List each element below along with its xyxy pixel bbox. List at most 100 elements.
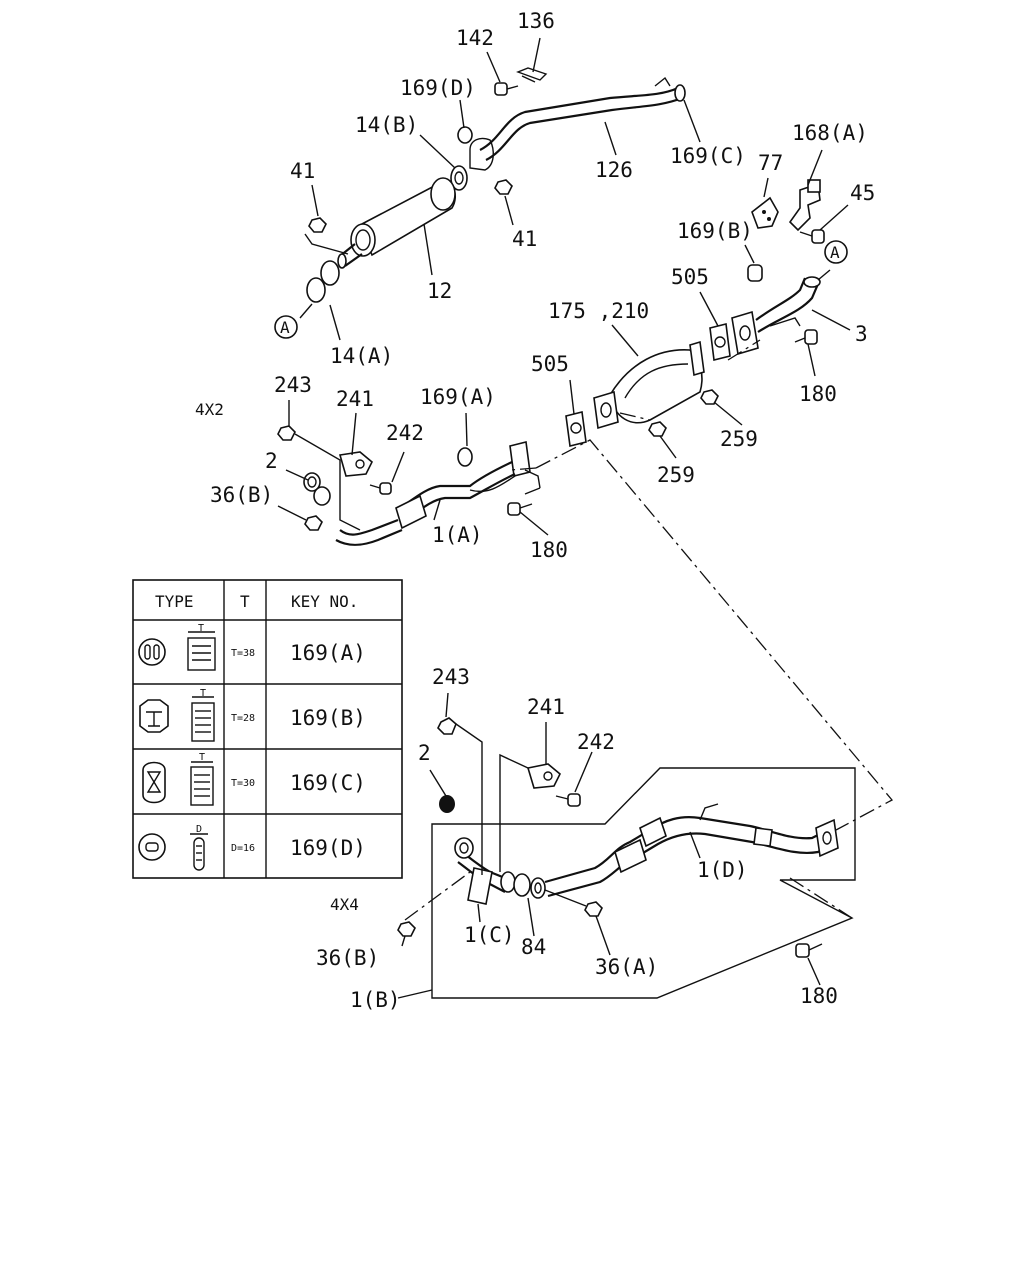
- gasket-2-lower: [439, 795, 455, 813]
- clip-136: [516, 67, 548, 83]
- label-241-lower: 241: [527, 695, 565, 719]
- label-41-left: 41: [290, 159, 315, 183]
- round-two-slot-grommet-icon: T: [138, 623, 216, 671]
- label-259-upper: 259: [720, 427, 758, 451]
- front-pipe-3: [731, 276, 821, 356]
- label-1d: 1(D): [697, 858, 748, 882]
- label-505-right: 505: [671, 265, 709, 289]
- shaped-slot-grommet-icon: T: [142, 752, 214, 806]
- grommet-type-table: TYPE T KEY NO. T T=38 169(A) T: [132, 579, 403, 879]
- bolt-180-mid: [507, 502, 533, 516]
- section-label-4x2: 4X2: [195, 400, 224, 419]
- nut-41-left: [308, 217, 327, 233]
- label-1a: 1(A): [432, 523, 483, 547]
- bolt-242-lower: [555, 793, 581, 807]
- nut-259-lower: [648, 421, 667, 437]
- bolt-180-right: [794, 329, 818, 345]
- relation-line: [535, 439, 894, 831]
- label-242-upper: 242: [386, 421, 424, 445]
- label-243-lower: 243: [432, 665, 470, 689]
- assembly-outline: [431, 767, 856, 999]
- svg-text:A: A: [280, 318, 290, 337]
- label-1c: 1(C): [464, 923, 515, 947]
- round-slot-grommet-icon: D: [138, 824, 208, 871]
- label-3: 3: [855, 322, 868, 346]
- gasket-2-upper: [303, 472, 321, 492]
- gasket-505-right: [709, 323, 731, 361]
- label-169a: 169(A): [420, 385, 496, 409]
- pipe-1c: [457, 851, 546, 905]
- label-36b-lower: 36(B): [316, 946, 379, 970]
- gasket-505-left: [565, 411, 587, 447]
- label-2-lower: 2: [418, 741, 431, 765]
- label-84: 84: [521, 935, 546, 959]
- label-259-lower: 259: [657, 463, 695, 487]
- bolt-142: [494, 82, 519, 96]
- label-14b: 14(B): [355, 113, 418, 137]
- label-126: 126: [595, 158, 633, 182]
- muffler-12: [337, 177, 456, 269]
- label-136: 136: [517, 9, 555, 33]
- table-header-t: T: [240, 592, 250, 611]
- label-505-left: 505: [531, 352, 569, 376]
- ref-marker-a-left: A: [274, 315, 298, 339]
- svg-text:A: A: [830, 243, 840, 262]
- label-243-upper: 243: [274, 373, 312, 397]
- center-pipe-1a: [335, 441, 541, 546]
- table-t-169a: T=38: [231, 648, 255, 659]
- label-180-right: 180: [799, 382, 837, 406]
- label-169c: 169(C): [670, 144, 746, 168]
- label-242-lower: 242: [577, 730, 615, 754]
- label-168a: 168(A): [792, 121, 868, 145]
- table-header-key: KEY NO.: [291, 592, 358, 611]
- tail-pipe-126: [469, 76, 686, 171]
- pipe-1d: [544, 803, 839, 898]
- bolt-45: [799, 229, 825, 244]
- label-1b: 1(B): [350, 988, 401, 1012]
- label-45: 45: [850, 181, 875, 205]
- gasket-14a-ring-1: [320, 260, 340, 286]
- nut-36a: [584, 901, 603, 917]
- table-t-169b: T=28: [231, 713, 255, 724]
- bracket-168a: [788, 179, 821, 232]
- table-t-169c: T=30: [231, 778, 255, 789]
- grommet-169b: [747, 264, 763, 282]
- label-36b-upper: 36(B): [210, 483, 273, 507]
- h-slot-grommet-icon: T: [139, 688, 215, 742]
- table-header-type: TYPE: [155, 592, 194, 611]
- bolt-180-lower: [795, 943, 823, 958]
- bolt-242-upper: [369, 482, 392, 495]
- gasket-14b: [450, 165, 468, 191]
- nut-243-upper: [277, 425, 296, 441]
- svg-text:T: T: [199, 752, 205, 763]
- label-180-lower: 180: [800, 984, 838, 1008]
- svg-text:T: T: [198, 623, 204, 634]
- bracket-241-upper: [338, 451, 373, 477]
- gasket-14a-ring-2: [306, 277, 326, 303]
- nut-36b-lower: [397, 921, 416, 937]
- grommet-169a: [457, 447, 473, 467]
- label-169d: 169(D): [400, 76, 476, 100]
- svg-text:T: T: [200, 688, 206, 699]
- label-2-upper: 2: [265, 449, 278, 473]
- label-77: 77: [758, 151, 783, 175]
- svg-text:D: D: [196, 824, 202, 835]
- catalytic-converter-175-210: [593, 340, 705, 430]
- label-41-right: 41: [512, 227, 537, 251]
- table-key-169d: 169(D): [290, 836, 366, 860]
- label-175-210: 175 ,210: [548, 299, 649, 323]
- bracket-241-lower: [526, 763, 561, 789]
- lower-leader-lines: [401, 692, 853, 986]
- label-180-mid: 180: [530, 538, 568, 562]
- ref-marker-a-right: A: [824, 240, 848, 264]
- label-169b: 169(B): [677, 219, 753, 243]
- table-key-169c: 169(C): [290, 771, 366, 795]
- table-key-169a: 169(A): [290, 641, 366, 665]
- hanger-77: [751, 196, 779, 229]
- label-14a: 14(A): [330, 344, 393, 368]
- label-241-upper: 241: [336, 387, 374, 411]
- section-label-4x4: 4X4: [330, 895, 359, 914]
- nut-243-lower: [437, 717, 457, 735]
- nut-41-right: [494, 179, 513, 195]
